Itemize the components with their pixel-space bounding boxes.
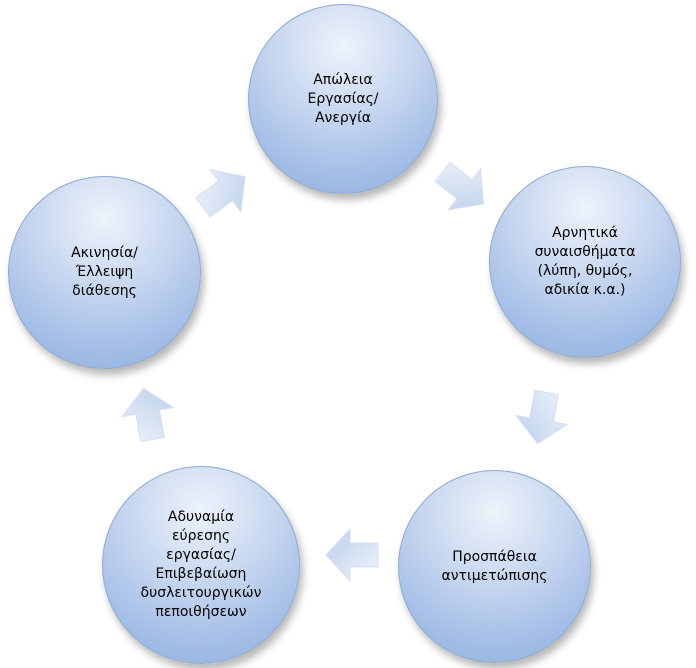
node-job-search-failure: Αδυναμία εύρεσης εργασίας/ Επιβεβαίωση δ… [102, 466, 300, 664]
node-coping-attempt: Προσπάθεια αντιμετώπισης [398, 470, 591, 663]
arrow-5-to-1 [182, 150, 266, 234]
arrow-right-icon [434, 161, 485, 211]
node-job-loss-label: Απώλεια Εργασίας/ Ανεργία [307, 71, 379, 126]
node-negative-emotions-label: Αρνητικά συναισθήματα (λύπη, θυμός, αδικ… [534, 225, 636, 298]
arrow-2-to-3 [507, 383, 577, 453]
node-inactivity: Ακινησία/ Έλλειψη διάθεσης [8, 176, 201, 369]
arrow-4-to-5 [113, 379, 183, 449]
node-job-loss: Απώλεια Εργασίας/ Ανεργία [248, 4, 438, 194]
arrow-right-icon [120, 387, 175, 443]
arrow-1-to-2 [421, 146, 505, 230]
node-coping-attempt-label: Προσπάθεια αντιμετώπισης [441, 548, 548, 584]
arrow-right-icon [514, 389, 569, 445]
arrow-3-to-4 [322, 525, 382, 585]
arrow-right-icon [325, 527, 379, 583]
node-inactivity-label: Ακινησία/ Έλλειψη διάθεσης [71, 245, 138, 299]
arrow-right-icon [195, 169, 246, 218]
node-negative-emotions: Αρνητικά συναισθήματα (λύπη, θυμός, αδικ… [489, 166, 681, 358]
node-job-search-failure-label: Αδυναμία εύρεσης εργασίας/ Επιβεβαίωση δ… [140, 509, 262, 620]
